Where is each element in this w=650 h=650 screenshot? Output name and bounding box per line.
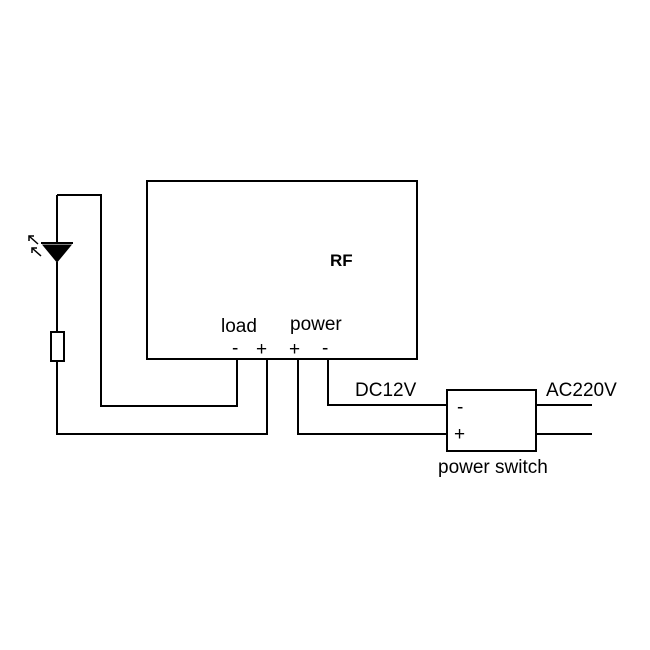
power-plus-sign: + [289,339,300,360]
power-switch-box [446,389,537,452]
power-switch-label: power switch [438,457,548,478]
resistor-icon [50,331,65,362]
power-terminal-label: power [290,314,342,335]
wire-led-to-load-minus [57,194,238,407]
wire-power-plus-to-switch [297,360,447,435]
rf-module-box [146,180,418,360]
ac-voltage-label: AC220V [546,380,617,401]
power-minus-sign: - [322,338,328,359]
load-plus-sign: + [256,339,267,360]
wire-power-minus-to-switch [327,360,447,406]
wire-resistor-to-load-plus [56,360,268,435]
dc-voltage-label: DC12V [355,380,417,401]
load-minus-sign: - [232,338,238,359]
power-switch-minus-sign: - [457,397,463,418]
rf-module-title: RF [330,251,353,270]
power-switch-plus-sign: + [454,424,465,445]
load-terminal-label: load [221,316,257,337]
led-diode-icon [28,195,73,332]
